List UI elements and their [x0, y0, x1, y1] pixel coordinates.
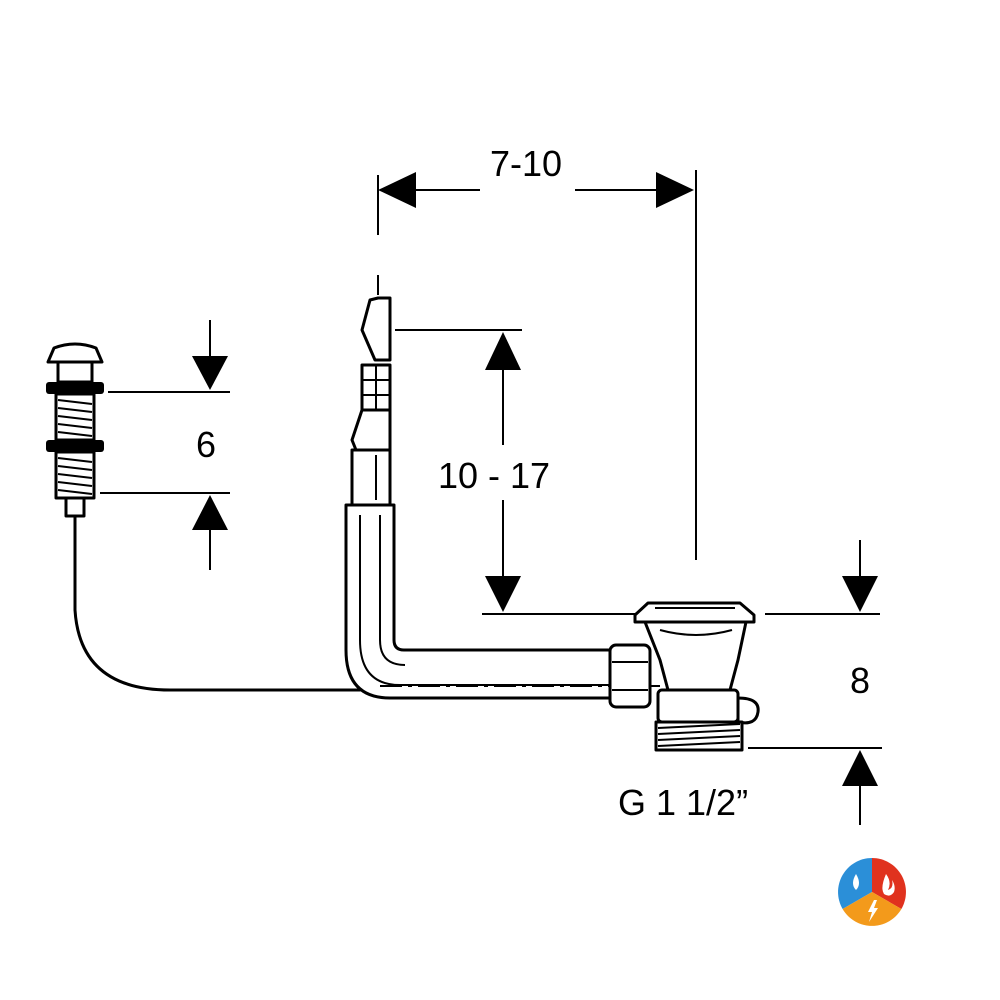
dimension-width — [377, 170, 697, 560]
overflow-pipe — [344, 275, 660, 709]
width-dimension-label: 7-10 — [490, 143, 563, 184]
push-button-assembly — [46, 342, 362, 692]
thread-size-label: G 1 1/2” — [618, 782, 749, 823]
dimension-outlet — [748, 540, 882, 825]
water-fire-electricity-icon — [838, 858, 906, 926]
waste-outlet — [633, 601, 760, 752]
button-dimension-label: 6 — [196, 424, 217, 465]
dimension-height — [395, 329, 640, 615]
height-dimension-label: 10 - 17 — [438, 455, 551, 496]
dimension-button — [100, 320, 230, 570]
outlet-dimension-label: 8 — [850, 660, 871, 701]
